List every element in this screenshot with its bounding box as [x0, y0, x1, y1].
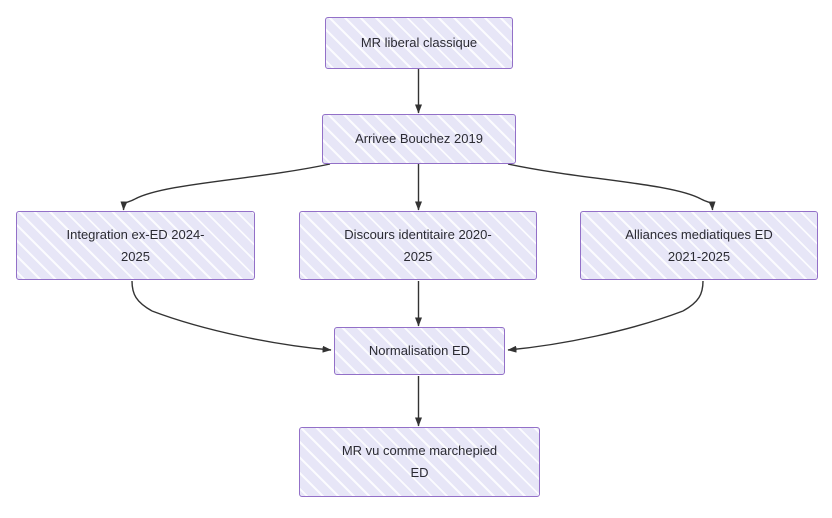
node-mr-liberal-classique[interactable]: MR liberal classique [325, 17, 513, 69]
node-label: Alliances mediatiques ED 2021-2025 [625, 226, 773, 264]
edge-integration-to-normalisation [131, 280, 153, 312]
edge-arrivee-to-alliances-tail [700, 198, 716, 211]
node-label: Integration ex-ED 2024- 2025 [66, 226, 205, 264]
edge-alliances-to-normalisation-tail [507, 310, 684, 353]
edge-arrivee-to-alliances [507, 163, 702, 200]
edge-integration-to-normalisation-tail [151, 310, 332, 353]
edge-arrivee-to-integration [134, 163, 331, 200]
node-alliances-mediatiques-ed[interactable]: Alliances mediatiques ED 2021-2025 [580, 211, 818, 280]
node-label: MR vu comme marchepied ED [341, 443, 498, 480]
node-normalisation-ed[interactable]: Normalisation ED [334, 327, 505, 375]
edge-alliances-to-normalisation [682, 280, 704, 312]
node-arrivee-bouchez-2019[interactable]: Arrivee Bouchez 2019 [322, 114, 516, 164]
edge-arrivee-to-integration-tail [120, 198, 136, 211]
node-discours-identitaire[interactable]: Discours identitaire 2020- 2025 [299, 211, 537, 280]
node-label: Discours identitaire 2020- 2025 [344, 226, 492, 264]
node-mr-vu-comme-marchepied-ed[interactable]: MR vu comme marchepied ED [299, 427, 540, 497]
node-integration-ex-ed[interactable]: Integration ex-ED 2024- 2025 [16, 211, 255, 280]
node-label: MR liberal classique [360, 35, 478, 50]
node-label: Arrivee Bouchez 2019 [355, 131, 483, 146]
node-label: Normalisation ED [368, 343, 471, 358]
